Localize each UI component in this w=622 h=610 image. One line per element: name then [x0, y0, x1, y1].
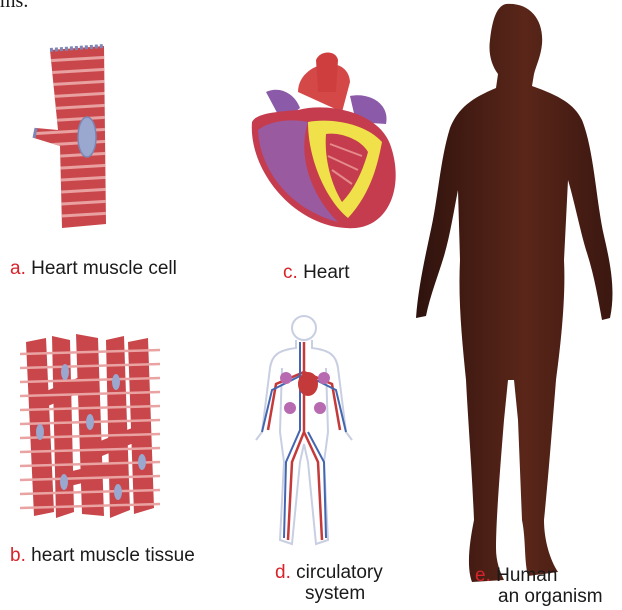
caption-circulatory-system-line2: system — [305, 583, 365, 605]
human-silhouette-image — [410, 0, 620, 585]
heart-muscle-cell-image — [28, 42, 128, 232]
caption-letter-b: b. — [10, 545, 26, 566]
caption-heart: c. Heart — [283, 262, 350, 284]
caption-letter-a: a. — [10, 258, 26, 279]
caption-human-organism: e. Human — [475, 565, 557, 587]
caption-heart-muscle-tissue: b. heart muscle tissue — [10, 545, 195, 567]
caption-text-d-line1: circulatory — [296, 562, 383, 583]
caption-letter-d: d. — [275, 562, 291, 583]
caption-text-a: Heart muscle cell — [31, 258, 177, 279]
caption-letter-c: c. — [283, 262, 298, 283]
heart-muscle-tissue-image — [20, 332, 160, 522]
caption-text-b: heart muscle tissue — [31, 545, 195, 566]
caption-heart-muscle-cell: a. Heart muscle cell — [10, 258, 177, 280]
top-text-fragment: ms. — [0, 0, 28, 13]
heart-image — [238, 52, 408, 242]
caption-text-e-line1: Human — [496, 565, 557, 586]
caption-text-c: Heart — [303, 262, 349, 283]
caption-letter-e: e. — [475, 565, 491, 586]
caption-human-organism-line2: an organism — [498, 586, 603, 608]
caption-circulatory-system: d. circulatory — [275, 562, 383, 584]
circulatory-system-image — [240, 312, 370, 552]
